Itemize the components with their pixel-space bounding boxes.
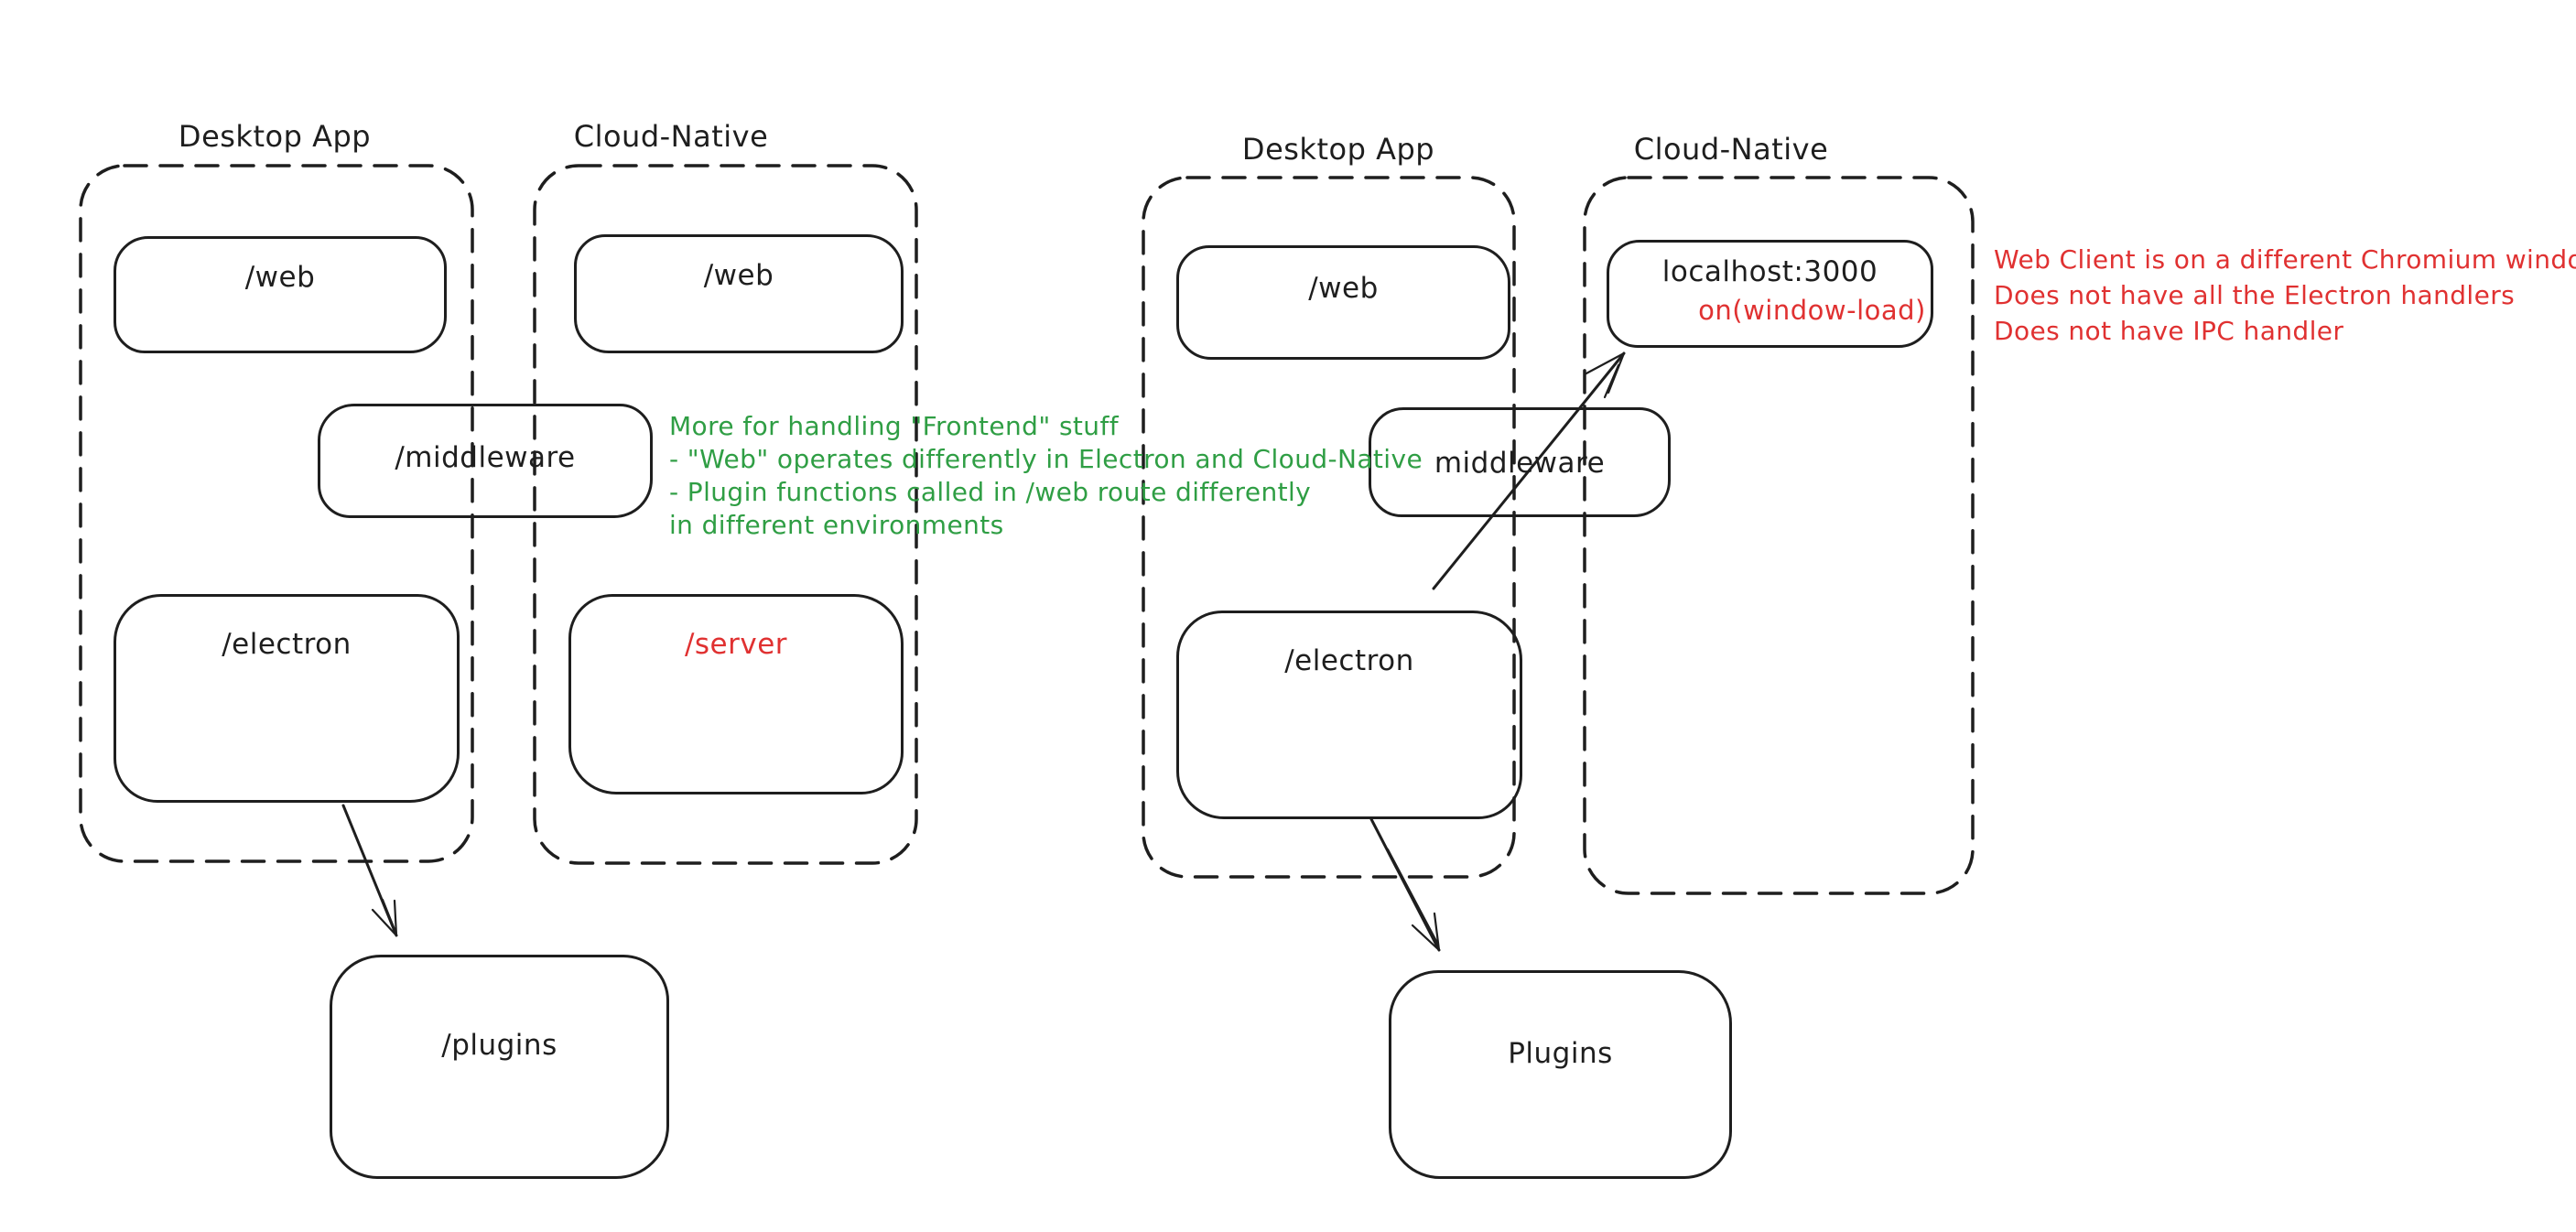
note-line: Web Client is on a different Chromium wi…	[1994, 244, 2576, 275]
window-load-text: on(window-load)	[1698, 295, 1926, 326]
box-label: /web	[244, 261, 316, 294]
electron-box-left: /electron	[114, 594, 460, 803]
middleware-box-right: middleware	[1369, 407, 1671, 517]
note-line: Does not have IPC handler	[1994, 316, 2344, 346]
arrow-electron-to-localhost	[1432, 351, 1626, 590]
localhost-box: localhost:3000 on(window-load)	[1607, 240, 1933, 348]
right-desktop-app-container	[1142, 176, 1516, 879]
box-label: /electron	[222, 628, 352, 661]
note-line: Does not have all the Electron handlers	[1994, 280, 2516, 310]
plugins-box-left: /plugins	[330, 955, 669, 1179]
note-line: in different environments	[669, 510, 1004, 540]
web-box-left-cloud: /web	[574, 234, 904, 353]
left-desktop-app-label: Desktop App	[178, 119, 372, 154]
note-line: - "Web" operates differently in Electron…	[669, 444, 1423, 474]
electron-box-right: /electron	[1176, 611, 1522, 819]
left-desktop-app-container	[79, 164, 474, 863]
box-label: middleware	[1434, 447, 1606, 480]
note-line: - Plugin functions called in /web route …	[669, 477, 1312, 507]
box-label: Plugins	[1508, 1037, 1613, 1070]
box-label: /web	[703, 259, 774, 292]
box-label: /middleware	[395, 441, 576, 474]
box-label: localhost:3000	[1661, 255, 1878, 288]
right-cloud-native-label: Cloud-Native	[1633, 132, 1829, 167]
plugins-box-right: Plugins	[1389, 970, 1732, 1179]
server-box: /server	[568, 594, 904, 794]
box-label: /plugins	[441, 1029, 557, 1062]
green-note: More for handling "Frontend" stuff - "We…	[669, 410, 1423, 542]
web-box-right: /web	[1176, 245, 1510, 360]
box-label: /electron	[1284, 644, 1414, 677]
left-cloud-native-container	[533, 164, 918, 865]
web-box-left-desktop: /web	[114, 236, 447, 353]
right-cloud-native-container	[1583, 176, 1975, 895]
arrow-electron-to-plugins-right	[1369, 817, 1441, 952]
middleware-box-left: /middleware	[318, 404, 653, 518]
arrow-electron-to-plugins-left	[341, 804, 398, 937]
left-cloud-native-label: Cloud-Native	[573, 119, 769, 154]
note-line: More for handling "Frontend" stuff	[669, 411, 1119, 441]
right-desktop-app-label: Desktop App	[1241, 132, 1435, 167]
box-label: /web	[1308, 272, 1379, 305]
box-label: /server	[684, 628, 788, 661]
red-note: Web Client is on a different Chromium wi…	[1994, 242, 2576, 349]
